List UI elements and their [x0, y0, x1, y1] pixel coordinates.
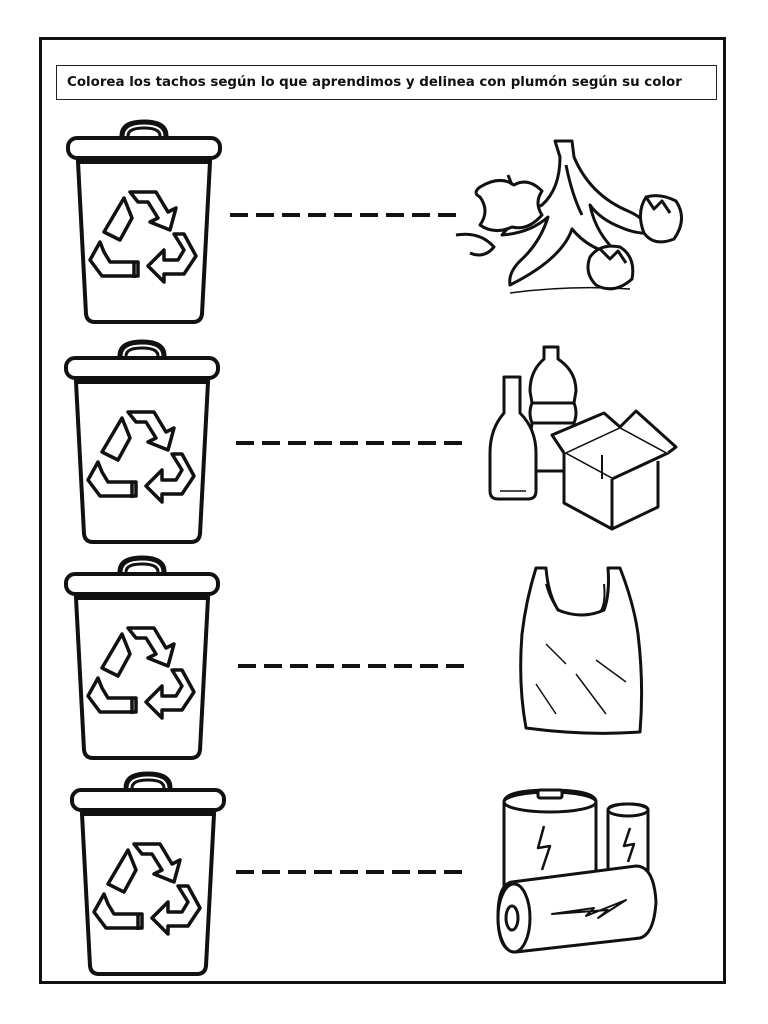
plastic-bag-icon: [519, 566, 644, 735]
recycle-bin-4[interactable]: [68, 770, 228, 978]
match-line-2[interactable]: [236, 441, 468, 445]
batteries-icon: [496, 788, 658, 954]
worksheet-border: [39, 37, 726, 984]
match-line-4[interactable]: [236, 870, 468, 874]
recycle-bin-1[interactable]: [64, 118, 224, 326]
organic-waste-item[interactable]: [450, 135, 690, 295]
recycle-bin-icon: [62, 338, 222, 546]
recycle-bin-icon: [62, 554, 222, 762]
recycle-bin-icon: [68, 770, 228, 978]
instruction-box: Colorea los tachos según lo que aprendim…: [56, 65, 717, 100]
glass-plastic-cardboard-item[interactable]: [486, 343, 678, 533]
match-line-1[interactable]: [230, 213, 460, 217]
organic-waste-icon: [455, 139, 683, 294]
plastic-bag-item[interactable]: [516, 564, 648, 736]
batteries-item[interactable]: [494, 786, 658, 962]
match-line-3[interactable]: [238, 664, 470, 668]
glass-plastic-cardboard-icon: [488, 345, 678, 531]
recycle-bin-icon: [64, 118, 224, 326]
recycle-bin-3[interactable]: [62, 554, 222, 762]
instruction-text: Colorea los tachos según lo que aprendim…: [67, 75, 682, 90]
recycle-bin-2[interactable]: [62, 338, 222, 546]
